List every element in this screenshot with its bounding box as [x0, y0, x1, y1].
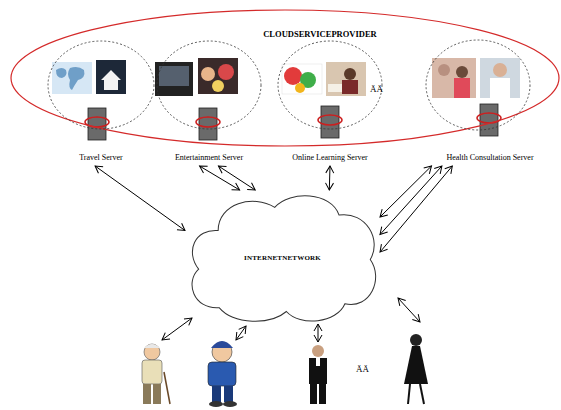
businessman-figure [309, 345, 327, 404]
double-arrow [218, 166, 255, 190]
tv-picture [155, 62, 193, 96]
toy-head [201, 67, 215, 81]
region-title: CLOUDSERVICEPROVIDER [200, 29, 440, 39]
health-server-node: Health Consultation Server [425, 38, 555, 166]
server-icon [477, 104, 501, 136]
book-shape [328, 84, 342, 92]
doctor-head [493, 63, 507, 77]
cloud-provider-region: CLOUDSERVICEPROVIDER Travel Server Enterta… [0, 0, 561, 160]
double-arrow [380, 166, 442, 235]
house-picture [96, 60, 126, 94]
user-arrow [236, 326, 246, 340]
server-label: Online Learning Server [292, 153, 368, 163]
ellipsis-mark: ÄÄ [356, 364, 369, 374]
travel-server-node: Travel Server [42, 38, 160, 166]
server-outline [150, 38, 268, 166]
learning-server-node: Online Learning Server [270, 38, 390, 166]
dotted-circle [426, 40, 530, 130]
server-label: Health Consultation Server [446, 153, 533, 163]
cloud-shape [192, 196, 376, 321]
server-icon [318, 106, 342, 138]
doctor-coat [490, 78, 510, 98]
server-tower [199, 108, 217, 140]
entertainment-server-node: Entertainment Server [150, 38, 268, 166]
double-arrow [95, 166, 185, 231]
user-arrow [162, 318, 192, 340]
double-arrow [380, 166, 452, 252]
doctor-picture [480, 58, 520, 98]
user-arrow [318, 324, 319, 342]
toy-body [212, 80, 224, 92]
double-arrow [380, 166, 432, 217]
label-holder: ÄÄ [370, 84, 383, 94]
server-label: Entertainment Server [175, 153, 243, 163]
server-outline [425, 38, 555, 166]
qa-picture [282, 64, 322, 94]
title-holder: CLOUDSERVICEPROVIDER [200, 29, 440, 39]
house-symbol [101, 70, 121, 90]
world-map-picture [52, 62, 92, 94]
server-ring [196, 117, 220, 127]
server-tower [321, 106, 339, 138]
double-arrow [200, 166, 240, 190]
server-outline [270, 38, 390, 166]
provider-outline [0, 0, 561, 160]
nurse-picture [432, 58, 476, 98]
woman-figure [404, 334, 428, 404]
cloud-label: INTERNETNETWORK [244, 254, 321, 262]
qa-bubble [295, 83, 305, 93]
server-outline [42, 38, 160, 166]
label-holder: ÄÄ [356, 364, 369, 374]
dotted-circle [48, 41, 154, 129]
reader-picture [326, 62, 366, 96]
internet-cloud: INTERNETNETWORK [185, 190, 380, 325]
worker-figure [208, 341, 237, 407]
server-icon [196, 108, 220, 140]
server-ring [318, 115, 342, 125]
patient-head [438, 64, 450, 76]
tv-screen [159, 66, 189, 86]
user-arrow [398, 298, 420, 322]
dotted-circle [278, 41, 382, 129]
server-tower [480, 104, 498, 136]
toys-picture [198, 58, 238, 94]
ellipsis-mark: ÄÄ [370, 84, 383, 94]
elderly-man-figure [142, 344, 170, 404]
reader-head [344, 68, 356, 80]
dotted-circle [157, 41, 261, 129]
reader-body [342, 80, 358, 94]
server-tower [88, 108, 106, 140]
double-arrow [329, 166, 331, 190]
nurse-body [454, 78, 470, 98]
toy-head [218, 64, 234, 80]
nurse-head [456, 66, 468, 78]
qa-bubble [284, 67, 302, 85]
server-label: Travel Server [79, 153, 122, 163]
provider-ellipse [11, 10, 559, 146]
continent-shape [56, 67, 84, 90]
server-icon [85, 108, 109, 140]
